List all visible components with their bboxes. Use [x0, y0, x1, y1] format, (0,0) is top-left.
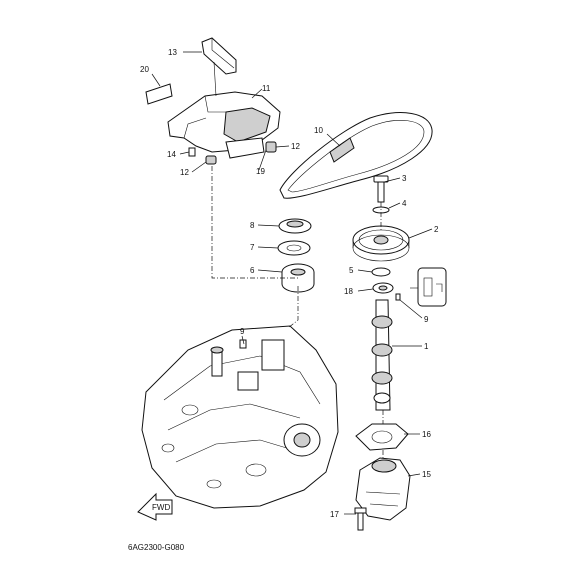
leader-lines	[151, 51, 433, 515]
callout-1: 1	[424, 342, 429, 351]
camshaft	[371, 299, 393, 411]
callout-2: 2	[434, 225, 439, 234]
callout-11: 11	[262, 84, 271, 93]
callout-5: 5	[349, 266, 354, 275]
top-cover-assembly	[145, 37, 281, 159]
cam-seal-group	[371, 267, 447, 307]
fwd-arrow: FWD	[137, 492, 173, 521]
assembly-lines	[211, 166, 384, 460]
callout-12-right: 12	[291, 142, 300, 151]
diagram-caption: 6AG2300-G080	[128, 543, 185, 552]
timing-belt	[279, 112, 433, 199]
cover-bolts	[188, 141, 277, 165]
callout-8: 8	[250, 221, 255, 230]
callout-6: 6	[250, 266, 255, 275]
callout-7: 7	[250, 243, 255, 252]
callouts: 13 20 11 10 14 12 12 19 3 4 2 8 7 6 5 18…	[140, 48, 439, 519]
cam-pulley-group	[352, 175, 410, 262]
callout-3: 3	[402, 174, 407, 183]
callout-4: 4	[402, 199, 407, 208]
callout-9-left: 9	[240, 327, 245, 336]
callout-20: 20	[140, 65, 149, 74]
callout-14: 14	[167, 150, 176, 159]
powerhead-block	[141, 325, 339, 509]
callout-13: 13	[168, 48, 177, 57]
callout-9-right: 9	[424, 315, 429, 324]
callout-12-left: 12	[180, 168, 189, 177]
callout-17: 17	[330, 510, 339, 519]
crank-pulley-group	[277, 218, 315, 293]
callout-18: 18	[344, 287, 353, 296]
fwd-label: FWD	[152, 503, 170, 512]
callout-16: 16	[422, 430, 431, 439]
callout-15: 15	[422, 470, 431, 479]
callout-10: 10	[314, 126, 323, 135]
oil-pump-group	[354, 423, 411, 531]
callout-19: 19	[256, 167, 265, 176]
